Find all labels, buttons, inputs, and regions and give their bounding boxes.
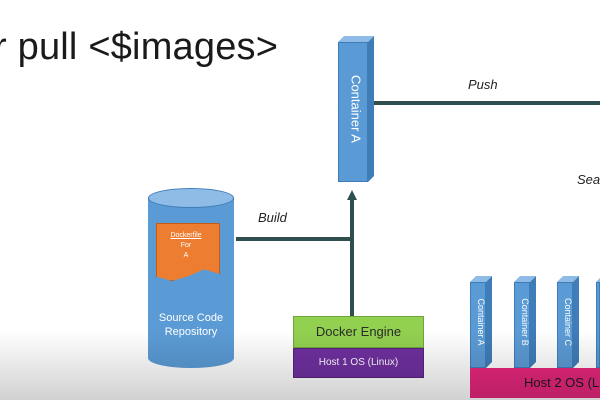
host2-container-b: Container B [514, 276, 536, 368]
host2-container-a: Container A [470, 276, 492, 368]
source-code-repository [148, 188, 234, 368]
host1-os-block: Host 1 OS (Linux) [293, 348, 424, 378]
dockerfile-for: For [180, 242, 192, 249]
dockerfile-title: Dockerfile [170, 232, 202, 239]
host2-container-a-label: Container A [476, 298, 486, 346]
repository-label: Source Code Repository [158, 312, 224, 338]
container-a-label: Container A [348, 75, 364, 143]
dockerfile-text: Dockerfile For A [156, 231, 216, 261]
host2-container-c: Container C [557, 276, 579, 368]
container-a-box: Container A [338, 36, 374, 182]
build-label: Build [258, 210, 287, 225]
docker-engine-block: Docker Engine [293, 316, 424, 348]
host2-os-block: Host 2 OS (Li [470, 368, 600, 398]
host2-container-c-label: Container C [563, 297, 573, 347]
search-label: Sea [577, 172, 600, 187]
push-label: Push [468, 77, 498, 92]
dockerfile-target: A [183, 252, 189, 259]
host2-container-partial [596, 276, 600, 368]
slide-headline: r pull <$images> [0, 26, 279, 68]
host2-container-b-label: Container B [520, 298, 530, 346]
